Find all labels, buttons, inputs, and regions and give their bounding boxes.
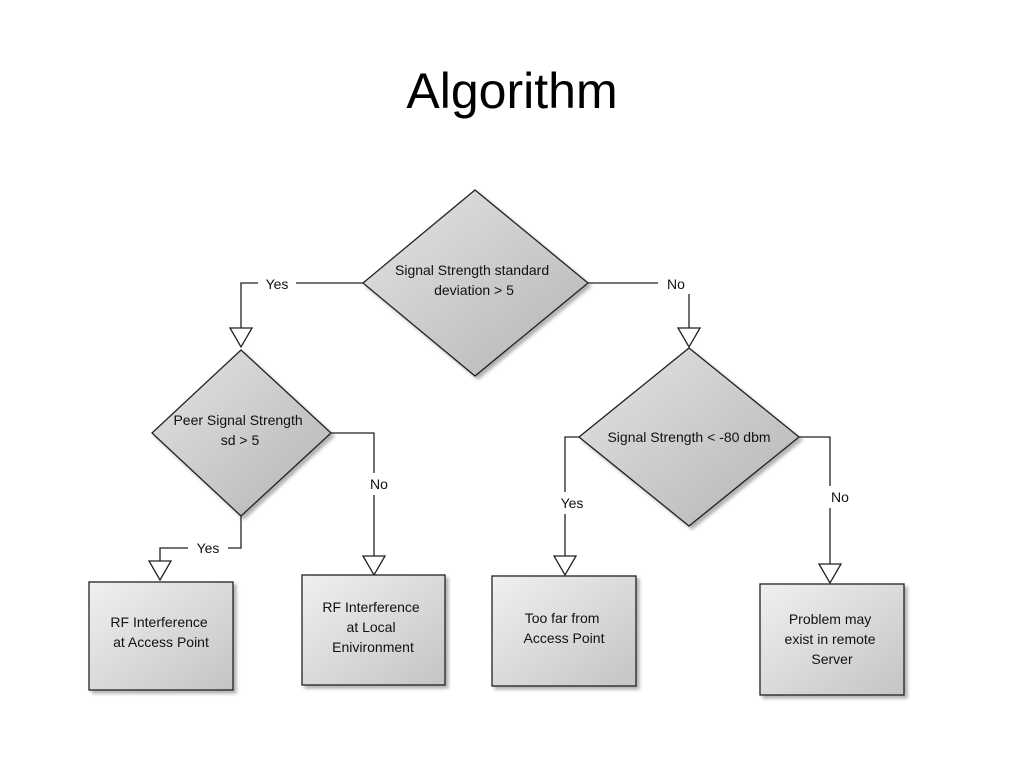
outcome-remote-server-line: exist in remote bbox=[785, 631, 876, 647]
arrowhead-icon bbox=[228, 327, 254, 349]
decision-peer-signal-sd-line: Peer Signal Strength bbox=[173, 412, 302, 428]
arrowhead-icon bbox=[147, 560, 173, 582]
edge-labels: Yes No No Yes Yes No bbox=[188, 274, 855, 558]
arrowhead-icon bbox=[817, 563, 843, 585]
svg-text:Signal Strength < -80 dbm: Signal Strength < -80 dbm bbox=[607, 429, 770, 445]
decision-peer-signal-sd-line: sd > 5 bbox=[221, 432, 260, 448]
decision-signal-threshold-line: Signal Strength < -80 dbm bbox=[607, 429, 770, 445]
edge-label-left-no: No bbox=[370, 476, 388, 492]
outcome-rf-access-point-line: RF Interference bbox=[110, 614, 207, 630]
edge-label-left-yes: Yes bbox=[197, 540, 220, 556]
svg-text:Too far from Access Poin: Too far from Access Point bbox=[524, 610, 605, 646]
connector-right-yes bbox=[564, 436, 579, 556]
svg-text:Peer Signal Strength sd: Peer Signal Strength sd > 5 bbox=[173, 412, 306, 448]
edge-label-right-yes: Yes bbox=[561, 495, 584, 511]
arrowhead-icon bbox=[361, 555, 387, 577]
arrowhead-icon bbox=[676, 327, 702, 349]
decision-signal-sd: Signal Strength standard deviation > 5 bbox=[361, 189, 590, 377]
outcome-remote-server-line: Server bbox=[811, 651, 853, 667]
outcome-rf-local-environment: RF Interference at Local Enivironment bbox=[301, 574, 446, 686]
svg-text:RF Interference at Acces: RF Interference at Access Point bbox=[110, 614, 211, 650]
svg-text:Problem may exist in rem: Problem may exist in remote Server bbox=[785, 611, 880, 667]
connector-top-yes bbox=[240, 282, 363, 328]
edge-label-top-yes: Yes bbox=[266, 276, 289, 292]
outcome-too-far: Too far from Access Point bbox=[491, 575, 637, 687]
outcome-remote-server: Problem may exist in remote Server bbox=[759, 583, 905, 696]
edge-label-top-no: No bbox=[667, 276, 685, 292]
decision-peer-signal-sd: Peer Signal Strength sd > 5 bbox=[151, 349, 332, 517]
connector-left-no bbox=[331, 432, 375, 556]
page-title: Algorithm bbox=[406, 63, 618, 119]
outcome-remote-server-line: Problem may bbox=[789, 611, 871, 627]
connector-right-no bbox=[799, 436, 831, 564]
edge-label-right-no: No bbox=[831, 489, 849, 505]
arrowhead-icon bbox=[552, 555, 578, 577]
outcome-rf-local-environment-line: at Local bbox=[347, 619, 396, 635]
outcome-rf-local-environment-line: RF Interference bbox=[322, 599, 419, 615]
decision-signal-threshold: Signal Strength < -80 dbm bbox=[577, 347, 801, 527]
outcome-rf-access-point: RF Interference at Access Point bbox=[88, 581, 234, 691]
outcome-too-far-line: Access Point bbox=[524, 630, 605, 646]
outcome-rf-local-environment-line: Enivironment bbox=[332, 639, 414, 655]
decision-signal-sd-line: deviation > 5 bbox=[434, 282, 514, 298]
outcome-too-far-line: Too far from bbox=[525, 610, 600, 626]
svg-text:Signal Strength standard: Signal Strength standard deviation > 5 bbox=[395, 262, 553, 298]
outcome-rf-access-point-line: at Access Point bbox=[113, 634, 209, 650]
decision-signal-sd-line: Signal Strength standard bbox=[395, 262, 549, 278]
arrowheads bbox=[147, 327, 843, 585]
svg-text:RF Interference at Local: RF Interference at Local Enivironment bbox=[322, 599, 423, 655]
